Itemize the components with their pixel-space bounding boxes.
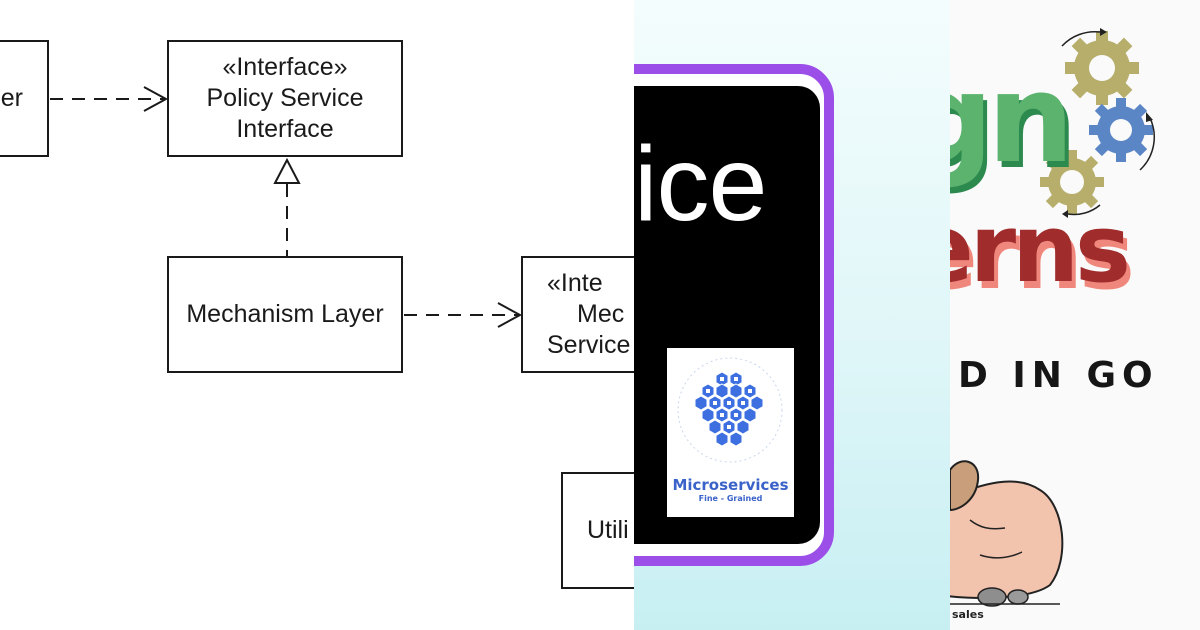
microservices-logo-title: Microservices <box>672 476 789 494</box>
mech-iface-line2: Service <box>547 331 631 359</box>
rotation-arrow-icon <box>1139 117 1156 171</box>
uml-diagram-panel: er «Interface» Policy Service Interface … <box>0 40 634 589</box>
design-patterns-panel: gn gn erns erns D IN GO sales <box>950 0 1200 630</box>
rotation-arrow-icon <box>1067 204 1101 216</box>
gopher-mascot-illustration <box>950 460 1064 607</box>
uml-class-left-partial: er <box>0 40 49 157</box>
mechanism-layer-label: Mechanism Layer <box>186 300 384 328</box>
mech-iface-stereotype: «Inte <box>547 269 603 297</box>
poster-tagline: D IN GO <box>958 355 1159 396</box>
title-word-bottom-shadow: erns <box>950 202 1135 311</box>
microservices-logo: Microservices Fine - Grained <box>667 348 794 517</box>
policy-name-line1: Policy Service <box>206 84 364 112</box>
rotation-arrow-icon <box>1061 30 1101 47</box>
dependency-arrowhead-mechanism <box>497 302 523 328</box>
gear-icon <box>1065 31 1139 105</box>
uml-left-label: er <box>0 84 23 112</box>
mech-iface-line1: Mec <box>577 300 625 328</box>
uml-mechanism-service-interface-partial: «Inte Mec Service <box>521 256 634 373</box>
uml-connectors <box>50 86 523 328</box>
microservices-logo-subtitle: Fine - Grained <box>698 494 763 503</box>
gear-icon <box>1089 98 1153 162</box>
title-word-bottom: erns <box>950 195 1131 304</box>
microservice-panel: ice <box>634 0 950 630</box>
uml-mechanism-layer: Mechanism Layer <box>167 256 403 373</box>
policy-stereotype: «Interface» <box>222 53 348 81</box>
poster-illustrations <box>950 28 1156 607</box>
title-word-top: gn <box>950 48 1074 190</box>
uml-utility-layer-partial: Utili <box>561 472 634 589</box>
uml-policy-service-interface: «Interface» Policy Service Interface <box>167 40 403 157</box>
microservice-heading: ice <box>634 125 768 243</box>
realization-triangle <box>273 157 301 184</box>
poster-footer-text: sales <box>952 608 984 621</box>
hexagon-cluster-icon <box>677 357 783 463</box>
dependency-arrowhead-left <box>143 86 169 112</box>
utility-label: Utili <box>587 516 629 544</box>
policy-name-line2: Interface <box>236 115 334 143</box>
title-word-top-shadow: gn <box>950 54 1078 196</box>
